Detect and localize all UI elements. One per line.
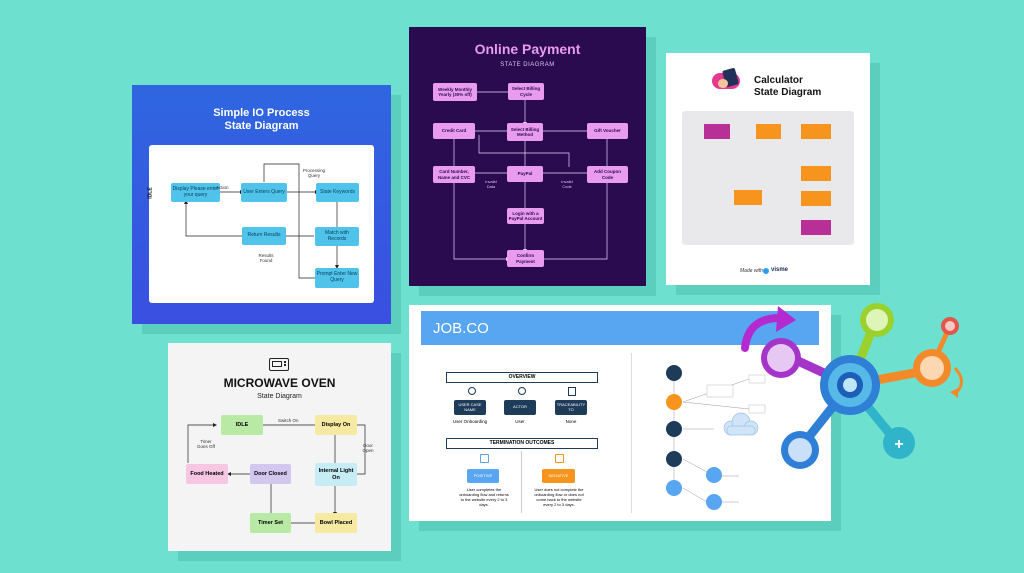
svg-text:+: + xyxy=(894,436,903,453)
jobco-flow-nodes xyxy=(666,365,722,510)
io-node-display: Display Please enter your query xyxy=(171,183,220,202)
microwave-label-switch-on: Switch On xyxy=(278,418,299,423)
payment-subtitle: STATE DIAGRAM xyxy=(500,62,555,68)
calculator-node-end xyxy=(801,220,831,235)
thumbs-down-icon xyxy=(555,454,564,463)
jobco-flow-connectors xyxy=(666,365,766,510)
payment-label-invalid-code: Invalid Code xyxy=(561,179,573,189)
network-hub xyxy=(820,355,880,415)
payment-node-paypal: PayPal xyxy=(507,166,543,182)
payment-diagram-card: Online Payment STATE DIAGRAM xyxy=(409,27,646,286)
jobco-termination-divider xyxy=(521,451,522,513)
microwave-subtitle: State Diagram xyxy=(257,393,302,400)
io-node-user-enters: User Enters Query xyxy=(241,183,287,202)
calculator-node-compute xyxy=(801,166,831,181)
microwave-diagram-card: MICROWAVE OVEN State Diagram IDLE Displa… xyxy=(168,343,391,551)
jobco-box-user-case: USER CASE NAME xyxy=(454,400,486,415)
network-node-teal: + xyxy=(883,427,915,459)
jobco-user-case-value: User Onboarding xyxy=(452,419,488,424)
jobco-negative-badge: NEGATIVE xyxy=(542,469,575,483)
microwave-node-idle: IDLE xyxy=(221,415,263,435)
curved-arrow-icon xyxy=(741,314,784,352)
actor-icon xyxy=(518,387,526,395)
payment-node-coupon: Add Coupon Code xyxy=(587,166,628,183)
io-diagram-card: Simple IO Process State Diagram Disp xyxy=(132,85,391,324)
payment-node-gift-voucher: Gift Voucher xyxy=(587,123,628,139)
calculator-node-operator xyxy=(801,124,831,139)
microwave-node-light-on: Internal Light On xyxy=(315,463,357,486)
io-title-line1: Simple IO Process xyxy=(213,107,310,119)
calculator-node-error xyxy=(734,190,762,205)
io-label-action: Action xyxy=(216,185,229,190)
jobco-brand: JOB.CO xyxy=(433,320,489,337)
payment-node-confirm: Confirm Payment xyxy=(507,250,544,267)
payment-node-weekly: Weekly Monthly Yearly (30% off) xyxy=(433,83,477,101)
cloud-icon xyxy=(723,412,759,436)
io-label-results: Results Found xyxy=(258,253,274,263)
io-node-match-records: Match with Records xyxy=(315,227,359,246)
jobco-positive-text: User completes the onboarding flow and r… xyxy=(459,487,509,507)
network-node-purple xyxy=(761,338,801,378)
jobco-positive-badge: POSITIVE xyxy=(467,469,499,483)
io-node-state-keywords: State Keywords xyxy=(316,183,359,202)
microwave-node-food-heated: Food Heated xyxy=(186,464,228,484)
microwave-node-timer-set: Timer Set xyxy=(250,513,291,533)
io-node-prompt-query: Prompt Enter New Query xyxy=(315,268,359,288)
payment-node-credit-card: Credit Card xyxy=(433,123,475,139)
traceability-icon xyxy=(568,387,576,396)
calculator-node-result xyxy=(801,191,831,206)
io-node-return-results: Return Results xyxy=(242,227,286,245)
calculator-brand: visme xyxy=(771,267,789,273)
io-title-line2: State Diagram xyxy=(224,120,299,132)
jobco-overview-heading: OVERVIEW xyxy=(446,372,598,383)
payment-node-card-number: Card Number, Name and CVC xyxy=(433,166,475,183)
microwave-node-bowl-placed: Bowl Placed xyxy=(315,513,357,533)
jobco-box-traceability: TRACEABILITY TO xyxy=(555,400,587,415)
calculator-made-with: Made with xyxy=(740,268,763,274)
jobco-traceability-value: None xyxy=(565,419,577,424)
calculator-title-line2: State Diagram xyxy=(754,87,822,98)
jobco-termination-heading: TERMINATION OUTCOMES xyxy=(446,438,598,449)
jobco-box-actor: ACTOR xyxy=(504,400,536,415)
network-node-green xyxy=(860,303,894,337)
user-case-icon xyxy=(468,387,476,395)
jobco-actor-value: User xyxy=(515,419,525,424)
network-node-blue xyxy=(781,431,819,469)
microwave-node-display-on: Display On xyxy=(315,415,357,435)
visme-logo-icon xyxy=(763,268,769,274)
payment-node-billing-method: Select Billing Method xyxy=(507,123,543,141)
jobco-divider xyxy=(631,353,632,513)
microwave-node-door-closed: Door Closed xyxy=(250,464,291,484)
jobco-negative-text: User does not complete the onboarding fl… xyxy=(534,487,584,507)
payment-node-billing-cycle: Select Billing Cycle xyxy=(508,83,544,100)
calculator-node-start xyxy=(704,124,730,139)
payment-label-invalid-data: Invalid Data xyxy=(485,179,497,189)
payment-node-paypal-login: Login with a PayPal Account xyxy=(507,208,544,224)
microwave-title: MICROWAVE OVEN xyxy=(223,376,336,390)
network-node-small-red xyxy=(941,317,959,335)
microwave-label-door-open: Door Open xyxy=(362,443,374,453)
payment-title: Online Payment xyxy=(474,41,581,57)
microwave-icon xyxy=(269,358,289,371)
network-node-orange xyxy=(913,349,951,387)
thumbs-up-icon xyxy=(480,454,489,463)
calculator-panel xyxy=(682,111,854,245)
io-label-processing: Processing Query xyxy=(302,168,326,178)
microwave-label-timer-off: Timer Goes Off xyxy=(197,439,215,449)
calculator-node-operand xyxy=(756,124,781,139)
calculator-icon xyxy=(712,67,742,93)
io-panel: Display Please enter your query User Ent… xyxy=(148,145,374,303)
calculator-diagram-card: Calculator State Diagram Made with visme xyxy=(666,53,870,285)
calculator-title-line1: Calculator xyxy=(754,75,803,86)
